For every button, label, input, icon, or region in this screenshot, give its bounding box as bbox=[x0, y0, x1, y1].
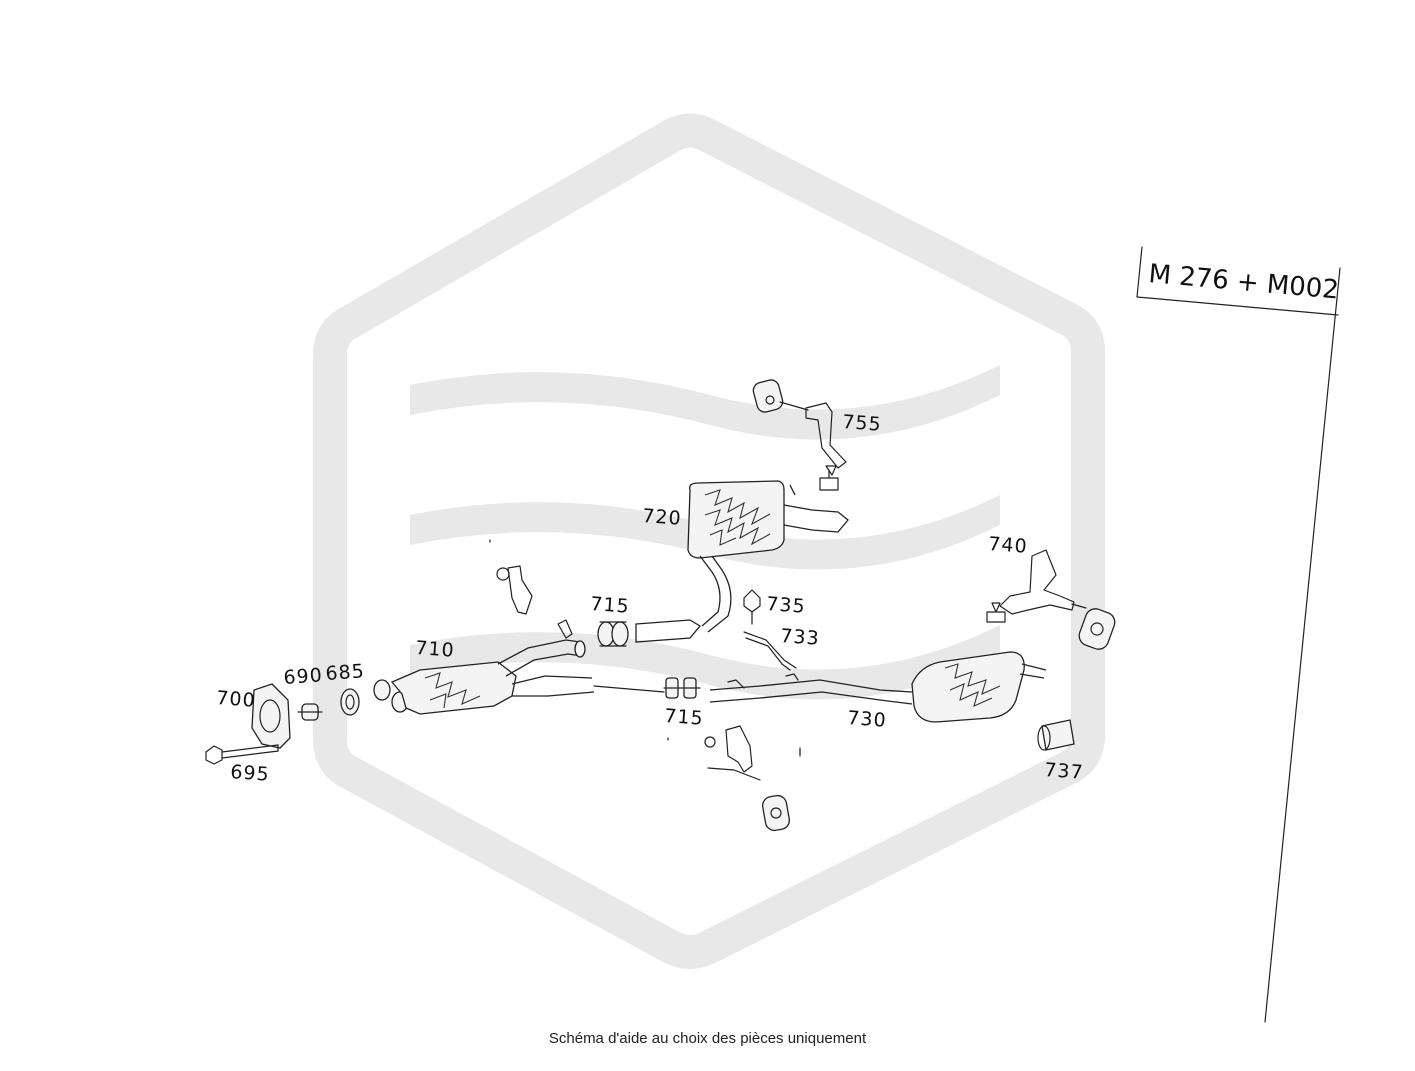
label-700[interactable]: 700 bbox=[216, 687, 257, 712]
label-710[interactable]: 710 bbox=[415, 637, 456, 662]
part-695-bolt[interactable] bbox=[205, 744, 279, 765]
label-690[interactable]: 690 bbox=[283, 664, 324, 689]
label-730[interactable]: 730 bbox=[847, 707, 888, 732]
diagram-caption: Schéma d'aide au choix des pièces unique… bbox=[548, 1030, 867, 1047]
part-720-rear-silencer[interactable] bbox=[687, 480, 849, 633]
label-740[interactable]: 740 bbox=[988, 533, 1029, 558]
label-715-lower[interactable]: 715 bbox=[664, 705, 705, 730]
label-735[interactable]: 735 bbox=[766, 593, 807, 618]
stray-marks bbox=[489, 539, 801, 757]
muffler-hatch bbox=[944, 663, 1001, 707]
part-710-front-pipe[interactable] bbox=[373, 619, 665, 715]
label-685[interactable]: 685 bbox=[325, 660, 366, 685]
part-735-bolt[interactable] bbox=[743, 589, 761, 625]
model-code: M 276 + M002 bbox=[1147, 259, 1340, 306]
part-690-clamp[interactable] bbox=[297, 703, 323, 721]
part-715-clamp-lower[interactable] bbox=[663, 677, 701, 699]
center-bracket-hanger[interactable] bbox=[704, 725, 791, 832]
part-733-hanger-rod[interactable] bbox=[743, 631, 797, 671]
label-733[interactable]: 733 bbox=[780, 625, 821, 650]
model-code-box: M 276 + M002 bbox=[1136, 246, 1341, 1023]
label-720[interactable]: 720 bbox=[642, 505, 683, 530]
label-715-upper[interactable]: 715 bbox=[590, 593, 631, 618]
label-755[interactable]: 755 bbox=[842, 411, 883, 436]
part-labels: 755 720 740 715 735 733 710 690 685 700 … bbox=[216, 411, 1085, 786]
part-730-rear-muffler[interactable] bbox=[709, 651, 1047, 723]
part-715-clamp-upper[interactable] bbox=[496, 565, 701, 647]
part-740-bracket[interactable] bbox=[986, 549, 1118, 652]
part-685-gasket[interactable] bbox=[340, 688, 360, 716]
part-700-flange[interactable] bbox=[251, 683, 291, 749]
part-737-tail-tip[interactable] bbox=[1037, 719, 1075, 751]
part-755-bracket[interactable] bbox=[752, 378, 847, 491]
catalyst-hatch bbox=[424, 672, 481, 709]
silencer-hatch bbox=[704, 489, 771, 546]
label-695[interactable]: 695 bbox=[230, 761, 271, 786]
label-737[interactable]: 737 bbox=[1044, 759, 1085, 784]
